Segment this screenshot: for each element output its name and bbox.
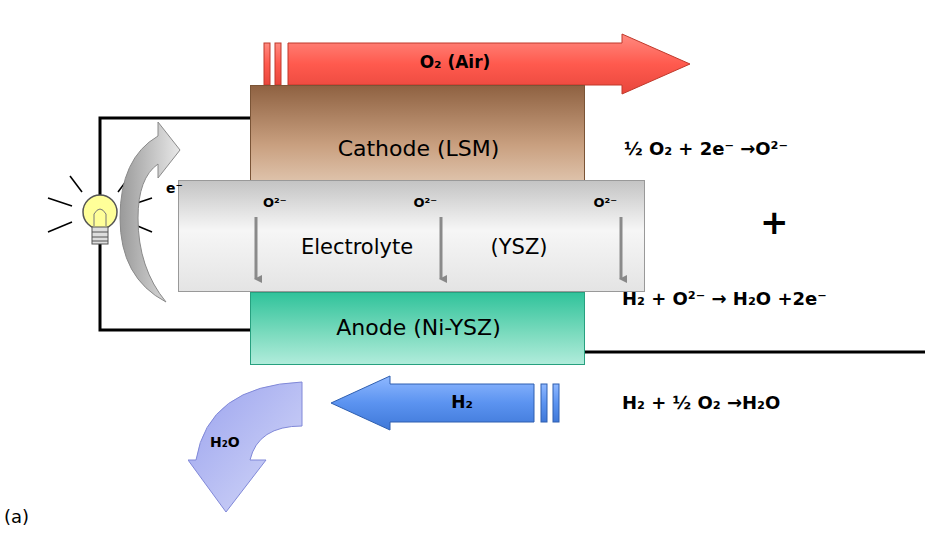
hydrogen-arrow: H₂ <box>330 375 572 431</box>
node-text: O²⁻ <box>263 195 303 211</box>
electron-arrow-shape <box>116 118 196 308</box>
hydrogen-arrow-shape <box>330 375 572 431</box>
anode-reaction: H₂ + O²⁻ → H₂O +2e⁻ <box>622 288 827 310</box>
cathode-reaction: ½ O₂ + 2e⁻ →O²⁻ <box>624 138 788 160</box>
water-arrow-shape <box>188 380 304 516</box>
node-text: e⁻ <box>166 180 194 197</box>
node-text: H₂O <box>210 434 248 451</box>
plus-sign: + <box>760 202 789 243</box>
node-text: Cathode (LSM) <box>251 136 586 162</box>
lightbulb <box>83 195 117 229</box>
electron-arrow: e⁻ <box>116 118 196 308</box>
water-arrow: H₂O <box>188 380 304 516</box>
node-text: O²⁻ <box>579 195 617 211</box>
node-text: O₂ (Air) <box>288 52 622 72</box>
panel-label: (a) <box>4 506 29 528</box>
node-text: Anode (Ni-YSZ) <box>251 315 586 341</box>
sum-line <box>580 351 925 354</box>
anode-layer: Anode (Ni-YSZ) <box>250 292 585 365</box>
cathode-layer: Cathode (LSM) <box>250 85 585 195</box>
node-text: (YSZ) <box>469 235 569 260</box>
node-text: H₂ <box>390 392 534 412</box>
node-text: O²⁻ <box>401 195 437 211</box>
filament <box>94 209 106 226</box>
node-text: Electrolyte <box>277 235 437 260</box>
electrolyte-layer: O²⁻ O²⁻ O²⁻ Electrolyte (YSZ) <box>178 180 645 292</box>
overall-reaction: H₂ + ½ O₂ →H₂O <box>622 392 780 414</box>
bulb-base <box>92 227 108 244</box>
